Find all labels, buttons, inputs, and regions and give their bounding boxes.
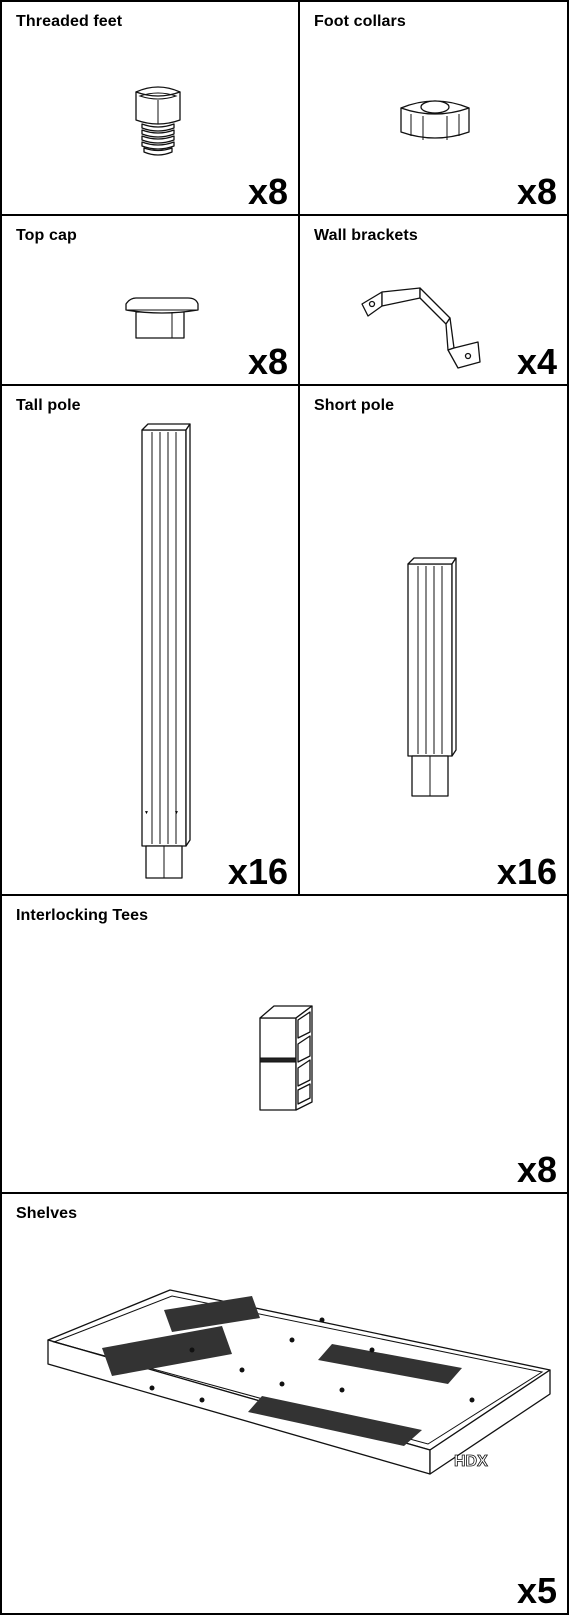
quantity: x8 [247, 171, 288, 212]
shelf-studs [149, 1317, 475, 1403]
shelf-icon: HDX [42, 1280, 552, 1485]
part-label: Foot collars [314, 13, 406, 30]
quantity: x8 [516, 171, 557, 212]
quantity: x16 [496, 851, 557, 892]
short-pole-icon [404, 556, 460, 807]
quantity: x8 [247, 341, 288, 382]
part-cell-interlocking-tees: Interlocking Tees x8 [0, 894, 569, 1194]
wall-bracket-icon [358, 278, 486, 379]
part-label: Tall pole [16, 397, 81, 414]
part-cell-top-cap: Top cap x8 [0, 214, 300, 386]
interlocking-tee-icon [254, 998, 324, 1125]
part-label: Short pole [314, 397, 395, 414]
shelf-slots [102, 1296, 462, 1446]
threaded-foot-icon [132, 80, 184, 167]
quantity: x16 [227, 851, 288, 892]
part-label: Top cap [16, 227, 77, 244]
quantity: x5 [516, 1570, 557, 1611]
shelf-brand-mark: HDX [454, 1453, 488, 1470]
part-label: Wall brackets [314, 227, 418, 244]
part-cell-wall-brackets: Wall brackets x4 [298, 214, 569, 386]
part-cell-shelves: Shelves H [0, 1192, 569, 1615]
part-cell-tall-pole: Tall pole ▼ ▼ x16 [0, 384, 300, 896]
part-label: Shelves [16, 1205, 78, 1222]
tall-pole-icon: ▼ ▼ [138, 422, 194, 887]
part-cell-foot-collars: Foot collars x8 [298, 0, 569, 216]
svg-text:▼: ▼ [174, 810, 179, 816]
part-label: Threaded feet [16, 13, 123, 30]
part-cell-threaded-feet: Threaded feet x8 [0, 0, 300, 216]
quantity: x4 [516, 341, 557, 382]
quantity: x8 [516, 1149, 557, 1190]
part-label: Interlocking Tees [16, 907, 149, 924]
foot-collar-icon [395, 94, 475, 149]
top-cap-icon [122, 294, 202, 349]
part-cell-short-pole: Short pole x16 [298, 384, 569, 896]
svg-text:▼: ▼ [144, 810, 149, 816]
